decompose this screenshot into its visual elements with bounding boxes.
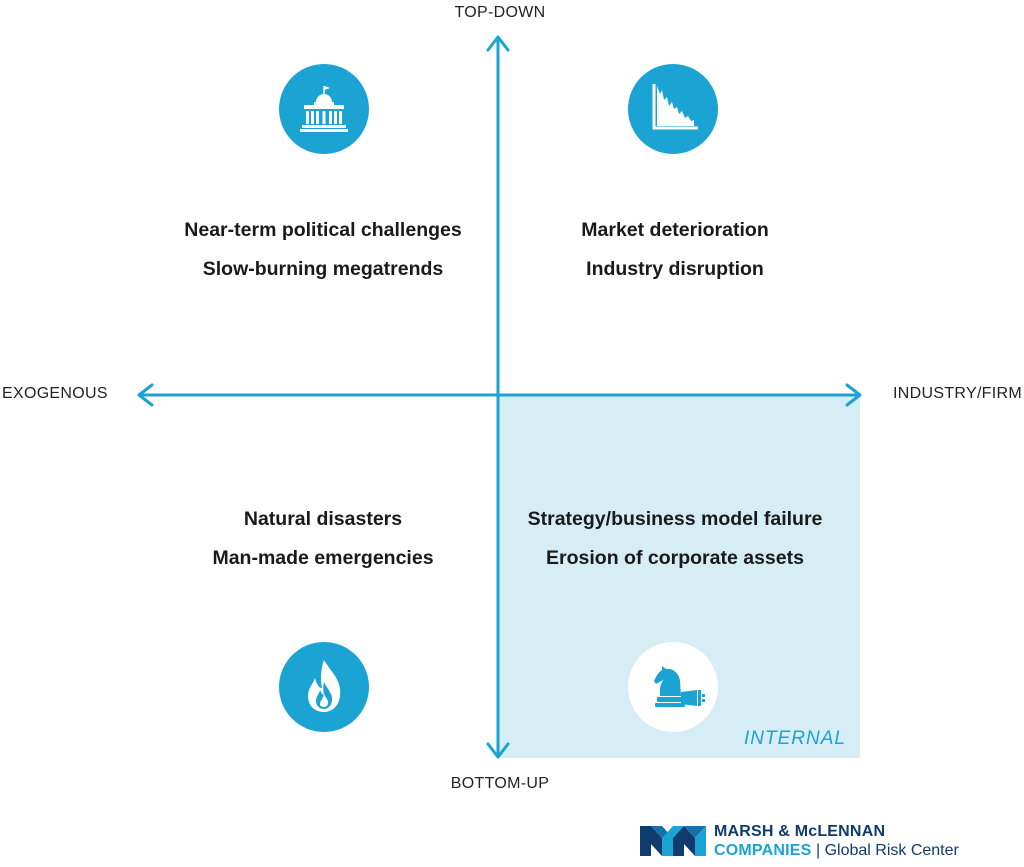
quadrant-top-right-badge [628,64,718,154]
axis-label-left: EXOGENOUS [2,385,108,402]
quadrant-top-left-badge [279,64,369,154]
company-logo: MARSH & McLENNAN COMPANIES | Global Risk… [640,820,1020,864]
quadrant-bottom-right-text: Strategy/business model failure Erosion … [528,500,823,578]
quadrant-bottom-right-badge [628,642,718,732]
quadrant-bottom-right-line-2: Erosion of corporate assets [546,547,804,569]
quadrant-bottom-left-line-2: Man-made emergencies [212,547,434,569]
logo-separator: | [815,842,821,859]
quadrant-top-right-text: Market deterioration Industry disruption [581,211,768,289]
quadrant-bottom-left-line-1: Natural disasters [243,508,403,530]
government-building-icon [300,86,348,132]
axis-label-bottom: BOTTOM-UP [450,775,550,792]
internal-label: INTERNAL [744,728,846,749]
axis-label-top: TOP-DOWN [454,4,546,21]
arrow-right-icon [845,383,862,407]
quadrant-top-right-line-1: Market deterioration [581,219,769,241]
quadrant-bottom-left-badge [279,642,369,732]
logo-companies: COMPANIES [714,842,812,859]
fire-icon [308,660,341,712]
arrow-down-icon [486,742,510,759]
quadrant-top-left-line-2: Slow-burning megatrends [202,258,444,280]
logo-global-risk-center: Global Risk Center [824,842,959,859]
arrow-left-icon [137,383,154,407]
quadrant-top-left-text: Near-term political challenges Slow-burn… [184,211,461,289]
logo-line-2: COMPANIES | Global Risk Center [714,842,959,860]
arrow-up-icon [486,35,510,52]
quadrant-bottom-left-text: Natural disasters Man-made emergencies [212,500,433,578]
quadrant-top-left-line-1: Near-term political challenges [184,219,462,241]
axis-label-right: INDUSTRY/FIRM [893,385,1022,402]
logo-line-1: MARSH & McLENNAN [714,823,886,840]
chess-knight-toppled-king-icon [654,666,705,707]
quadrant-top-right-line-2: Industry disruption [586,258,764,280]
logo-mark-icon [640,826,706,856]
quadrant-bottom-right-line-1: Strategy/business model failure [527,508,823,530]
declining-chart-icon [652,84,698,130]
